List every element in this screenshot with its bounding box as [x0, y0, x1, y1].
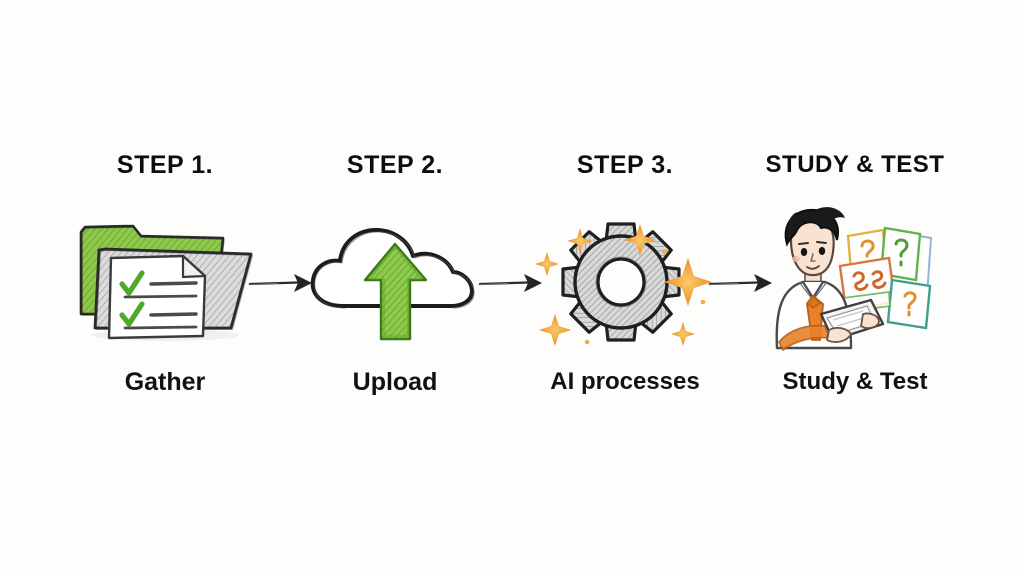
step-2-caption: Upload [352, 368, 438, 396]
step-2-upload: STEP 2. Upload [285, 150, 505, 410]
arrow-step2-to-step3 [478, 266, 548, 300]
step-4-caption: Study & Test [782, 368, 928, 395]
arrow-step3-to-step4 [708, 266, 778, 300]
step-3-caption: AI processes [550, 368, 700, 395]
sparkling-gear-icon [525, 202, 725, 352]
step-4-study-and-test: STUDY & TEST [745, 150, 965, 410]
arrow-step1-to-step2 [248, 266, 318, 300]
step-1-header: STEP 1. [116, 150, 214, 179]
step-4-header: STUDY & TEST [765, 151, 945, 178]
step-1-caption: Gather [124, 368, 206, 396]
folder-with-checklist-icon [65, 202, 265, 352]
step-2-header: STEP 2. [346, 150, 444, 179]
step-3-ai-processes: STEP 3. [515, 150, 735, 410]
step-3-header: STEP 3. [576, 150, 674, 179]
student-with-flashcards-icon [755, 202, 955, 352]
cloud-upload-icon [295, 202, 495, 352]
step-1-gather: STEP 1. [55, 150, 275, 410]
